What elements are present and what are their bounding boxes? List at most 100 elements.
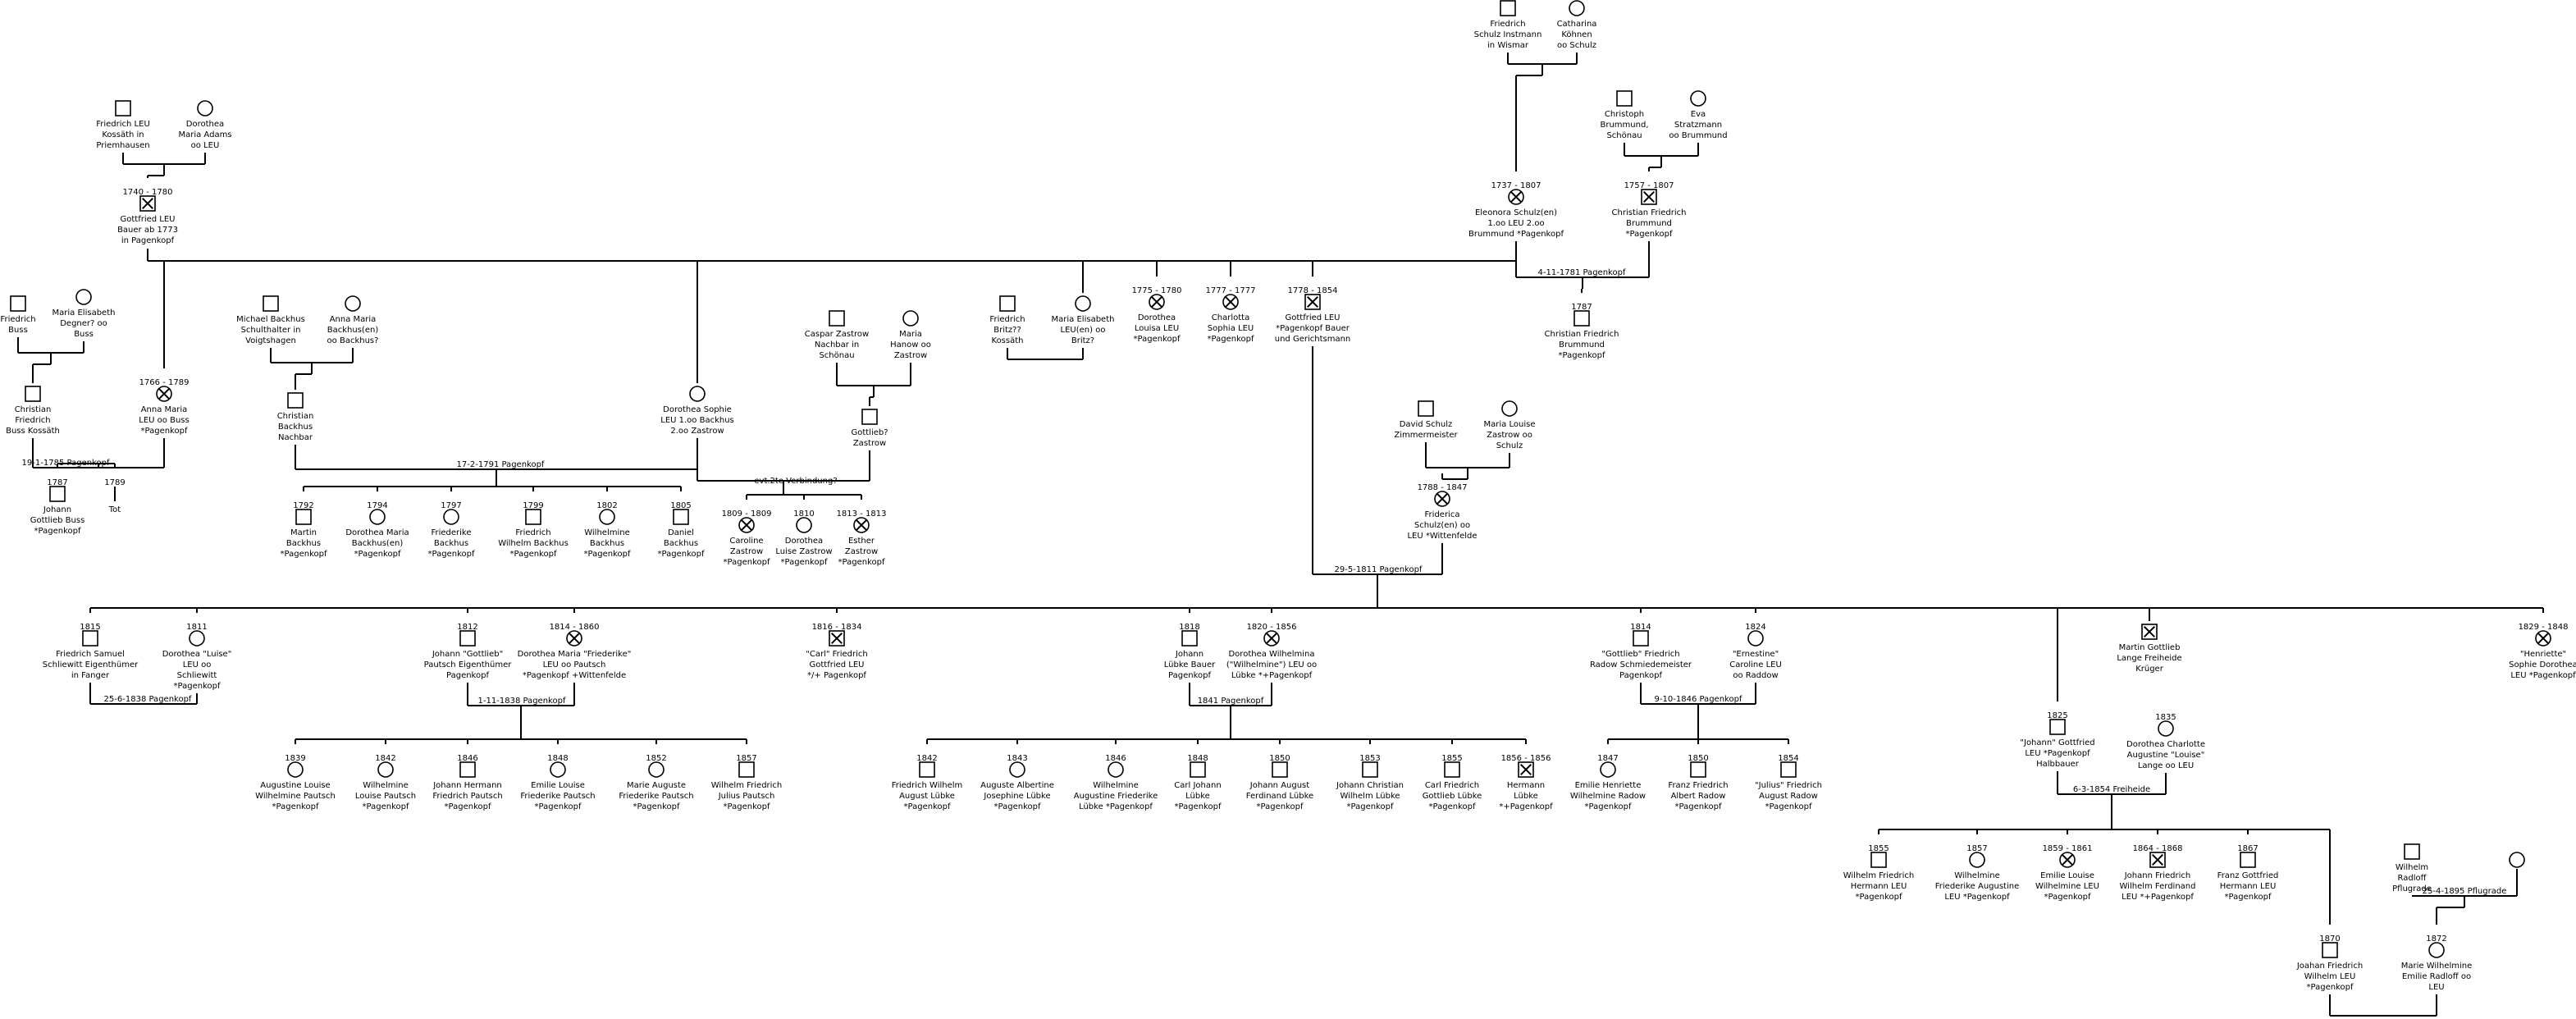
person-dates: 1797 xyxy=(441,501,462,510)
person-dates: 1842 xyxy=(916,754,938,763)
person-label: Johann "Gottlieb" Pautsch Eigenthümer Pa… xyxy=(423,650,512,680)
person-label: Caspar Zastrow Nachbar in Schönau xyxy=(804,330,870,360)
person-dates: 1848 xyxy=(547,754,569,763)
person-label: "Henriette" Sophie Dorothea LEU *Pagenko… xyxy=(2509,650,2576,680)
person-label: Christian Friedrich Brummund *Pagenkopf xyxy=(1544,330,1619,360)
female-symbol-backhus-am xyxy=(345,295,361,312)
person-label: Dorothea Maria "Friederike" LEU oo Pauts… xyxy=(517,650,632,680)
female-symbol-backhus-dm1794 xyxy=(369,509,386,525)
person-dates: 1847 xyxy=(1597,754,1619,763)
person-label: Joahan Friedrich Wilhelm LEU *Pagenkopf xyxy=(2296,962,2364,992)
person-dates: 1835 xyxy=(2155,713,2176,722)
person-label: Wilhelm Friedrich Julius Pautsch *Pagenk… xyxy=(710,781,783,811)
person-label: Friedrich Samuel Schliewitt Eigenthümer … xyxy=(42,650,139,680)
male-symbol-backhus-m1792 xyxy=(295,509,312,525)
person-dates: 1775 - 1780 xyxy=(1131,286,1182,295)
person-label: Dorothea Louisa LEU *Pagenkopf xyxy=(1133,313,1181,344)
person-label: Johann Hermann Friedrich Pautsch *Pagenk… xyxy=(432,781,503,811)
union-label: 25-6-1838 Pagenkopf xyxy=(103,695,192,704)
person-dates: 1788 - 1847 xyxy=(1417,483,1468,492)
person-label: Emilie Henriette Wilhelmine Radow *Pagen… xyxy=(1569,781,1647,811)
person-label: Johann August Ferdinand Lübke *Pagenkopf xyxy=(1245,781,1314,811)
female-symbol-zastrow-e1813 xyxy=(853,517,870,533)
person-label: Friderica Schulz(en) oo LEU *Wittenfelde xyxy=(1407,510,1478,541)
person-dates: 1857 xyxy=(1966,844,1988,853)
person-label: Christoph Brummund, Schönau xyxy=(1600,110,1649,140)
male-symbol-pautsch-jh xyxy=(459,761,476,778)
female-symbol-raddow-eh xyxy=(1600,761,1616,778)
person-dates: 1842 xyxy=(375,754,396,763)
person-label: Friedrich LEU Kossäth in Priemhausen xyxy=(96,120,150,150)
female-symbol-radloff-wife xyxy=(2509,852,2525,868)
male-symbol-backhus-fw1799 xyxy=(525,509,541,525)
female-symbol-lange-dc xyxy=(2158,720,2174,737)
person-label: Martin Backhus *Pagenkopf xyxy=(280,528,327,559)
person-label: Maria Louise Zastrow oo Schulz xyxy=(1483,420,1536,450)
male-symbol-leu-wfh xyxy=(1870,852,1887,868)
female-symbol-pautsch-el xyxy=(550,761,566,778)
person-label: Dorothea Sophie LEU 1.oo Backhus 2.oo Za… xyxy=(660,405,734,436)
female-symbol-leu-cs xyxy=(1222,294,1239,310)
male-symbol-brummund-c xyxy=(1616,90,1633,107)
male-symbol-kruger-mg xyxy=(2141,624,2158,640)
person-label: Esther Zastrow *Pagenkopf xyxy=(838,537,885,567)
male-symbol-backhus-d1805 xyxy=(673,509,689,525)
person-label: Hermann Lübke *+Pagenkopf xyxy=(1499,781,1553,811)
person-label: Christian Friedrich Buss Kossäth xyxy=(6,405,60,436)
person-dates: 1778 - 1854 xyxy=(1287,286,1338,295)
female-symbol-leu-ds xyxy=(689,386,706,402)
male-symbol-buss-f xyxy=(10,295,26,312)
union-label: 9-10-1846 Pagenkopf xyxy=(1654,695,1742,704)
person-dates: 1814 - 1860 xyxy=(549,623,600,632)
person-dates: 1802 xyxy=(596,501,618,510)
person-label: Johann Friedrich Wilhelm Ferdinand LEU *… xyxy=(2119,871,2196,902)
person-label: Anna Maria LEU oo Buss *Pagenkopf xyxy=(139,405,190,436)
person-label: Daniel Backhus *Pagenkopf xyxy=(657,528,705,559)
person-label: Gottlieb? Zastrow xyxy=(851,428,888,448)
person-label: Marie Wilhelmine Emilie Radloff oo LEU xyxy=(2400,962,2473,992)
union-label: 4-11-1781 Pagenkopf xyxy=(1537,268,1626,277)
male-symbol-raddow-ja xyxy=(1780,761,1797,778)
male-symbol-lubke-h xyxy=(1518,761,1534,778)
female-symbol-leu-elw xyxy=(2059,852,2076,868)
person-label: "Julius" Friedrich August Radow *Pagenko… xyxy=(1755,781,1822,811)
female-symbol-schulz-e xyxy=(1508,189,1524,205)
person-dates: 1848 xyxy=(1187,754,1208,763)
male-symbol-leu-fgh xyxy=(2240,852,2256,868)
person-dates: 1829 - 1848 xyxy=(2518,623,2569,632)
person-dates: 1846 xyxy=(457,754,478,763)
male-symbol-raddow-fa xyxy=(1690,761,1706,778)
person-dates: 1814 xyxy=(1630,623,1651,632)
person-dates: 1856 - 1856 xyxy=(1500,754,1551,763)
female-symbol-adams-d xyxy=(197,100,213,117)
person-label: Michael Backhus Schulthalter in Voigtsha… xyxy=(236,315,305,345)
person-dates: 1864 - 1868 xyxy=(2132,844,2183,853)
person-dates: 1792 xyxy=(293,501,314,510)
person-label: Friedrich Wilhelm August Lübke *Pagenkop… xyxy=(891,781,963,811)
person-label: Maria Elisabeth Degner? oo Buss xyxy=(52,308,116,339)
union-label: 19-1-1785 Pagenkopf xyxy=(21,459,110,468)
person-label: Tot xyxy=(108,505,121,514)
female-symbol-leu-dl xyxy=(1149,294,1165,310)
person-dates: 1757 - 1807 xyxy=(1624,181,1674,190)
person-dates: 1813 - 1813 xyxy=(836,510,887,519)
female-symbol-backhus-w1802 xyxy=(599,509,615,525)
person-dates: 1766 - 1789 xyxy=(139,378,190,387)
person-label: Christian Backhus Nachbar xyxy=(276,412,314,442)
person-dates: 1867 xyxy=(2237,844,2259,853)
person-label: Eva Stratzmann oo Brummund xyxy=(1669,110,1728,140)
person-dates: 1855 xyxy=(1441,754,1463,763)
male-symbol-pautsch-j xyxy=(459,630,476,647)
person-label: Friedrich Buss xyxy=(0,315,36,335)
female-symbol-stratzmann-e xyxy=(1690,90,1706,107)
person-dates: 1812 xyxy=(457,623,478,632)
male-symbol-britz-f xyxy=(999,295,1016,312)
person-label: Wilhelmine Augustine Friederike Lübke *P… xyxy=(1073,781,1158,811)
person-dates: 1805 xyxy=(670,501,692,510)
person-label: Emilie Louise Wilhelmine LEU *Pagenkopf xyxy=(2035,871,2099,902)
person-dates: 1794 xyxy=(367,501,388,510)
person-dates: 1846 xyxy=(1105,754,1126,763)
male-symbol-backhus-c xyxy=(287,392,304,409)
person-label: Johann Christian Wilhelm Lübke *Pagenkop… xyxy=(1336,781,1404,811)
